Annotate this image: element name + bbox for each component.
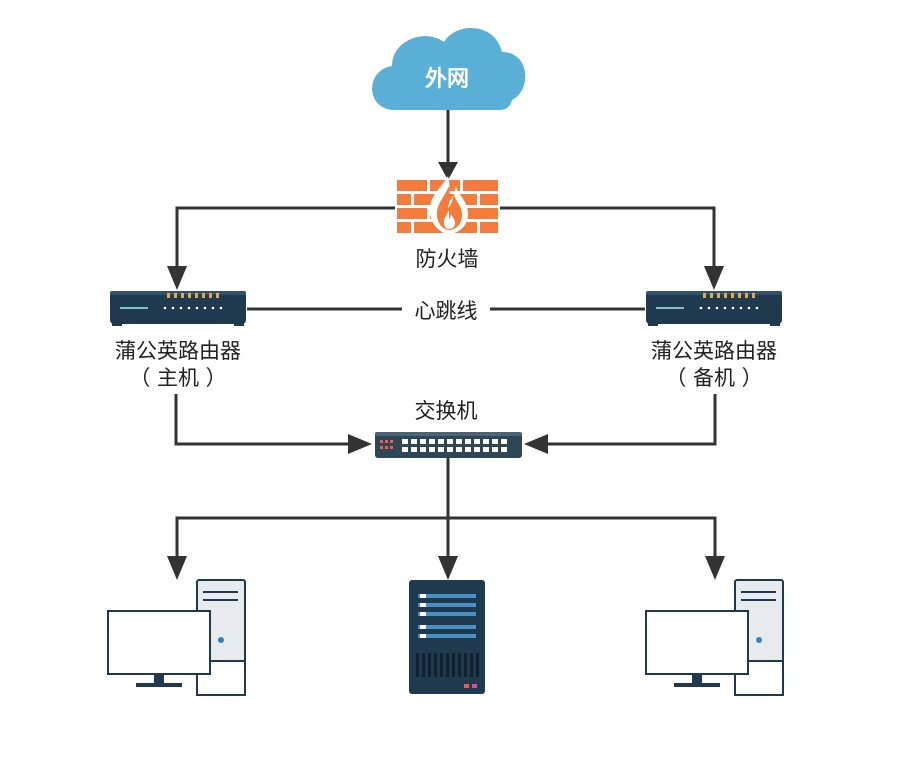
arrowhead (348, 434, 372, 454)
arrowhead (705, 556, 725, 580)
connections (167, 110, 725, 580)
pc-left-icon (107, 579, 246, 696)
router-main-name: 蒲公英路由器 (115, 339, 241, 363)
heartbeat-label: 心跳线 (415, 299, 478, 323)
server-icon (409, 580, 485, 694)
switch-icon (375, 432, 522, 458)
switch-label: 交换机 (415, 399, 478, 423)
pc-right-icon (645, 579, 784, 696)
arrowhead (438, 162, 458, 180)
internet-label: 外网 (425, 66, 469, 92)
firewall-label: 防火墙 (416, 247, 479, 271)
router-backup-name: 蒲公英路由器 (651, 339, 777, 363)
cloud-icon: 外网 (372, 28, 526, 110)
edge-bus (175, 516, 717, 560)
router-backup-icon (646, 291, 782, 326)
edge-firewall-router-backup (500, 206, 716, 268)
edge-router-main-switch (174, 394, 350, 446)
arrowhead (438, 556, 458, 580)
edge-router-backup-switch (546, 394, 717, 446)
arrowhead (167, 556, 187, 580)
edge-firewall-router-main (175, 206, 395, 268)
arrowhead (524, 434, 548, 454)
arrowhead (167, 266, 187, 290)
router-main-icon (110, 291, 246, 326)
router-backup-role: （ 备机 ） (665, 366, 762, 390)
router-main-role: （ 主机 ） (129, 366, 226, 390)
arrowhead (704, 266, 724, 290)
firewall-icon (395, 176, 500, 234)
